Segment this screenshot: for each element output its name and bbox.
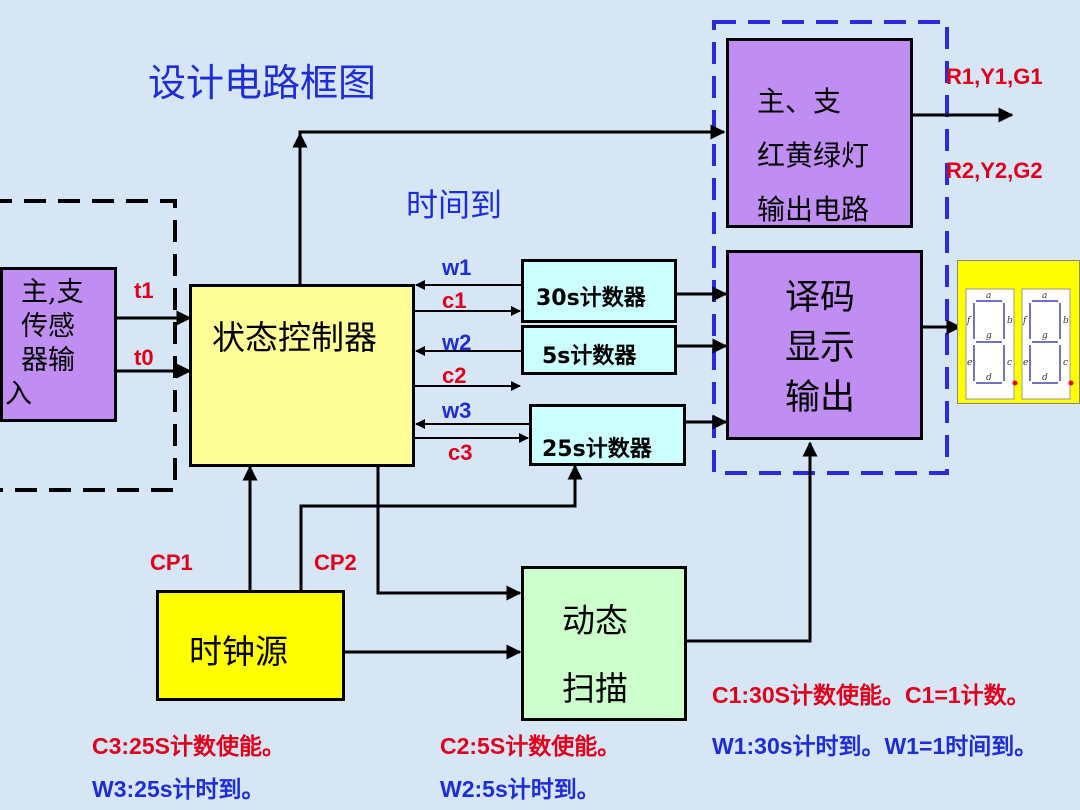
note-w2: W2:5s计时到。: [440, 776, 600, 802]
clock-source-label: 时钟源: [189, 632, 288, 671]
state-controller-box: 状态控制器: [189, 284, 415, 467]
sensor-label-line: 器输: [21, 345, 75, 376]
note-w3: W3:25s计时到。: [92, 776, 265, 802]
signal-w2: w2: [442, 330, 472, 355]
segment-e-label: e: [967, 358, 972, 368]
time-up-label: 时间到: [406, 186, 503, 224]
diagram-title: 设计电路框图: [148, 61, 377, 105]
segment-d-label: d: [1042, 373, 1048, 383]
counter-5s-label: 5s计数器: [542, 344, 637, 369]
dynamic-scan-line: 扫描: [562, 669, 628, 708]
output-circuit-line: 输出电路: [757, 193, 870, 226]
segment-d-label: d: [986, 373, 992, 383]
signal-c3: c3: [448, 440, 473, 465]
counter-30s-box: 30s计数器: [521, 259, 677, 323]
note-c3: C3:25S计数使能。: [92, 733, 285, 759]
output-main-signals: R1,Y1,G1: [946, 64, 1043, 89]
clock-source-box: 时钟源: [156, 590, 345, 701]
sensor-label-line: 传感: [21, 311, 75, 342]
segment-b-label: b: [1063, 316, 1069, 326]
sensor-label-line: 主,支: [21, 277, 84, 308]
decoder-label-line: 显示: [785, 328, 856, 368]
counter-25s-label: 25s计数器: [542, 437, 652, 462]
segment-g-label: g: [986, 331, 992, 341]
counter-5s-box: 5s计数器: [521, 325, 677, 375]
output-circuit-line: 主、支: [757, 85, 842, 118]
segment-g-label: g: [1042, 331, 1048, 341]
signal-c1: c1: [442, 288, 467, 313]
note-c2: C2:5S计数使能。: [440, 733, 621, 759]
segment-c-label: c: [1007, 358, 1012, 368]
sensor-label-line: 入: [5, 379, 32, 410]
signal-cp2: CP2: [314, 550, 357, 575]
segment-b-label: b: [1007, 316, 1013, 326]
light-output-circuit-box: 主、支 红黄绿灯 输出电路: [726, 38, 913, 228]
counter-25s-box: 25s计数器: [529, 404, 686, 466]
sensor-input-box: 主,支 传感 器输 入: [0, 267, 117, 422]
signal-t1: t1: [134, 278, 154, 303]
segment-a-label: a: [986, 291, 991, 301]
decoder-display-output-box: 译码 显示 输出: [726, 250, 923, 440]
segment-a-label: a: [1042, 291, 1047, 301]
segment-c-label: c: [1063, 358, 1068, 368]
dynamic-scan-line: 动态: [562, 601, 628, 640]
signal-w1: w1: [442, 255, 472, 280]
note-c1: C1:30S计数使能。C1=1计数。: [712, 682, 1030, 708]
signal-cp1: CP1: [150, 550, 193, 575]
signal-w3: w3: [442, 398, 472, 423]
decoder-label-line: 译码: [785, 278, 856, 318]
output-circuit-line: 红黄绿灯: [757, 139, 870, 172]
segment-f-label: f: [1022, 316, 1028, 326]
segment-e-label: e: [1023, 358, 1028, 368]
counter-30s-label: 30s计数器: [536, 286, 646, 311]
output-branch-signals: R2,Y2,G2: [946, 158, 1043, 183]
seven-segment-display: a b c d e f g a b c d e f g: [957, 260, 1080, 404]
state-controller-label: 状态控制器: [212, 318, 377, 357]
dynamic-scan-box: 动态 扫描: [521, 566, 687, 721]
signal-t0: t0: [134, 345, 154, 370]
note-w1: W1:30s计时到。W1=1时间到。: [712, 733, 1038, 759]
seven-segment-digits-icon: a b c d e f g a b c d e f g: [965, 288, 1074, 400]
segment-f-label: f: [966, 316, 972, 326]
decoder-label-line: 输出: [785, 378, 856, 418]
signal-c2: c2: [442, 363, 467, 388]
output-dashed-frame: [712, 20, 949, 475]
